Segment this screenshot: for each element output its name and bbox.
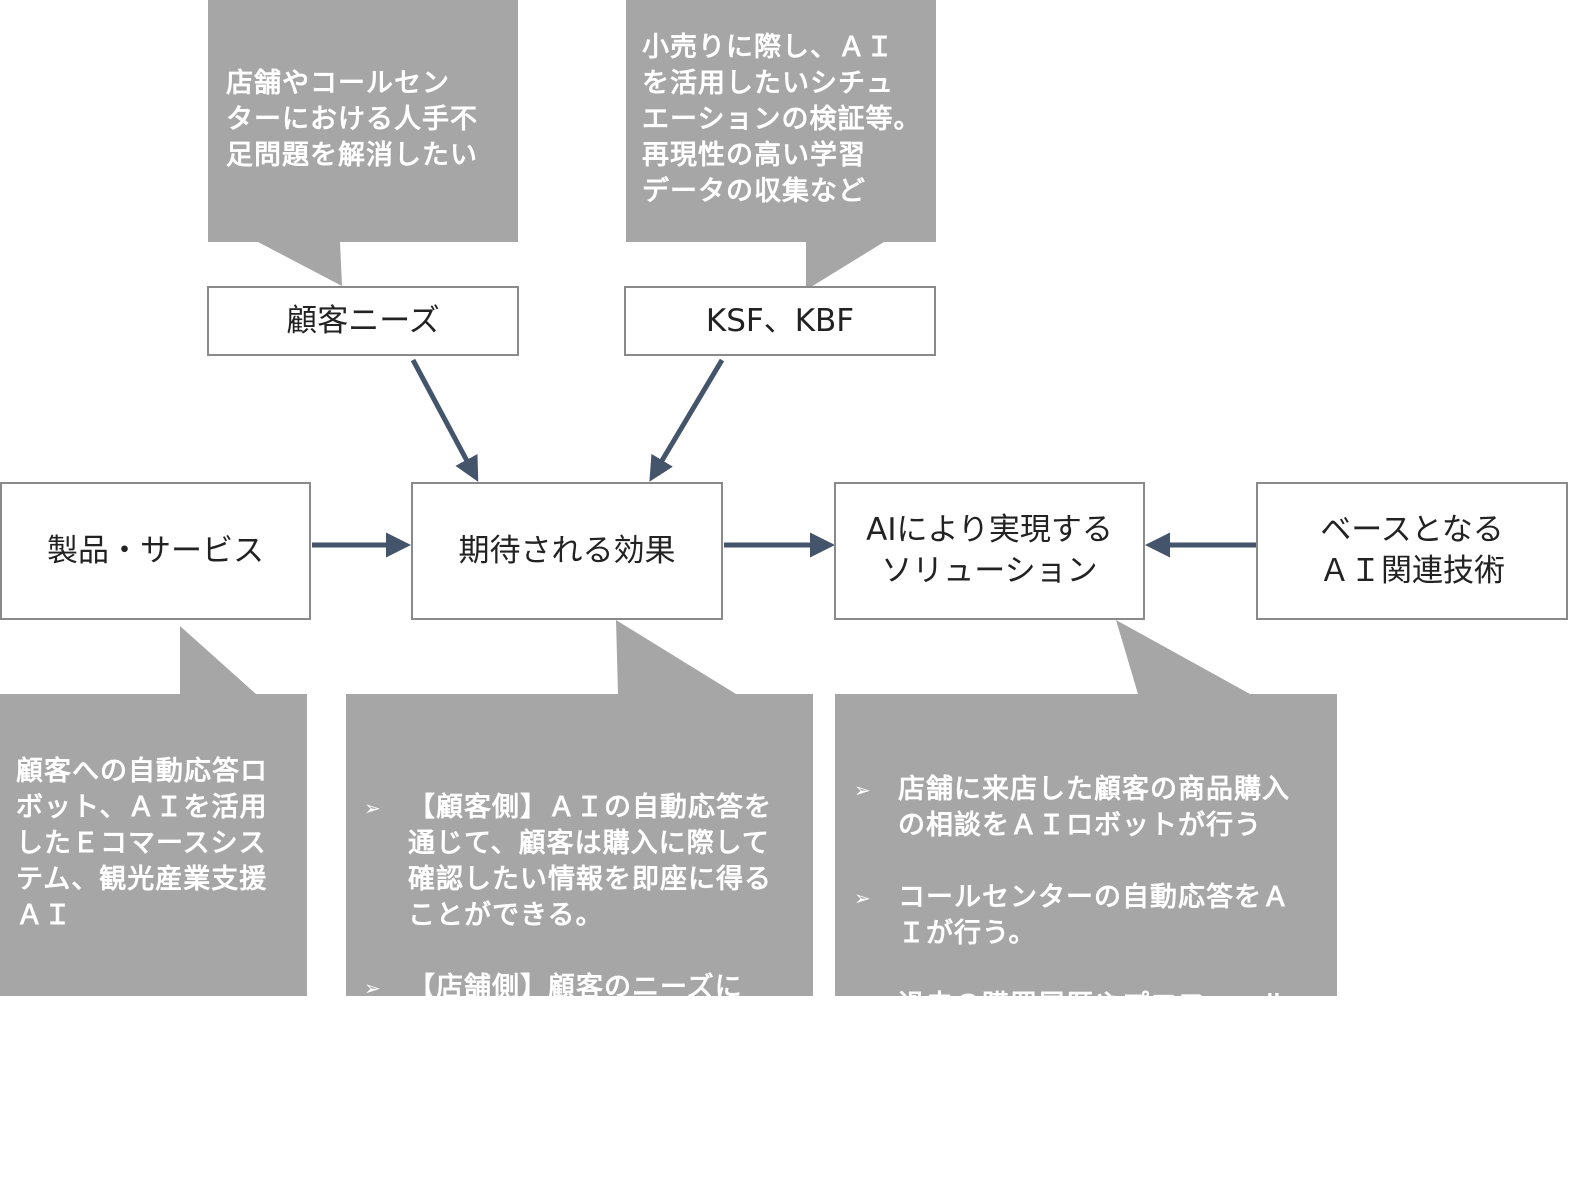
ai-solution-box: AIにより実現する ソリューション (834, 482, 1145, 620)
callout-effect-text: 【顧客側】ＡＩの自動応答を 通じて、顧客は購入に際して 確認したい情報を即座に得… (356, 718, 808, 1150)
base-ai-tech-label: ベースとなる ＡＩ関連技術 (1319, 512, 1505, 589)
products-services-label: 製品・サービス (47, 532, 264, 569)
effect-bullet-item: 【店舗側】顧客のニーズに 沿った商品を提案しやすくな るため、売上向上につながる (356, 970, 808, 1078)
ai-solution-label: AIにより実現する ソリューション (866, 512, 1113, 589)
callout-customer-needs-text: 店舗やコールセン ターにおける人手不 足問題を解消したい (226, 68, 478, 171)
callout-ksf-kbf-text: 小売りに際し、ＡＩ を活用したいシチュ エーションの検証等。 再現性の高い学習 … (642, 32, 922, 207)
callout-products-shape (0, 626, 307, 996)
callout-products-text: 顧客への自動応答ロ ボット、ＡＩを活用 したＥコマースシス テム、観光産業支援 … (16, 756, 268, 931)
callout-solution-text: 店舗に来店した顧客の商品購入 の相談をＡＩロボットが行う コールセンターの自動応… (846, 700, 1334, 1204)
solution-bullet-item: コールセンターの自動応答をＡ Ｉが行う。 (846, 880, 1334, 952)
callout-ksf-kbf-shape (626, 0, 936, 290)
expected-effect-label: 期待される効果 (458, 532, 676, 569)
effect-bullet-item: 【顧客側】ＡＩの自動応答を 通じて、顧客は購入に際して 確認したい情報を即座に得… (356, 790, 808, 934)
ksf-kbf-label: KSF、KBF (705, 302, 855, 339)
arrow-needs-to-effect (410, 358, 479, 482)
callout-customer-needs-shape (208, 0, 518, 286)
effect-bullet-list: 【顧客側】ＡＩの自動応答を 通じて、顧客は購入に際して 確認したい情報を即座に得… (356, 754, 808, 1114)
customer-needs-box: 顧客ニーズ (207, 286, 519, 356)
arrow-ksf-to-effect (649, 358, 725, 482)
ksf-kbf-box: KSF、KBF (624, 286, 936, 356)
solution-bullet-list: 店舗に来店した顧客の商品購入 の相談をＡＩロボットが行う コールセンターの自動応… (846, 736, 1334, 1168)
solution-bullet-item: 店舗に来店した顧客の商品購入 の相談をＡＩロボットが行う (846, 772, 1334, 844)
expected-effect-box: 期待される効果 (411, 482, 723, 620)
solution-bullet-item: 過去の購買履歴やプロフィール データ、ＳＮＳへの投稿などの 分析から、ユーザーに… (846, 988, 1334, 1132)
base-ai-tech-box: ベースとなる ＡＩ関連技術 (1256, 482, 1568, 620)
products-services-box: 製品・サービス (0, 482, 311, 620)
customer-needs-label: 顧客ニーズ (286, 302, 440, 339)
